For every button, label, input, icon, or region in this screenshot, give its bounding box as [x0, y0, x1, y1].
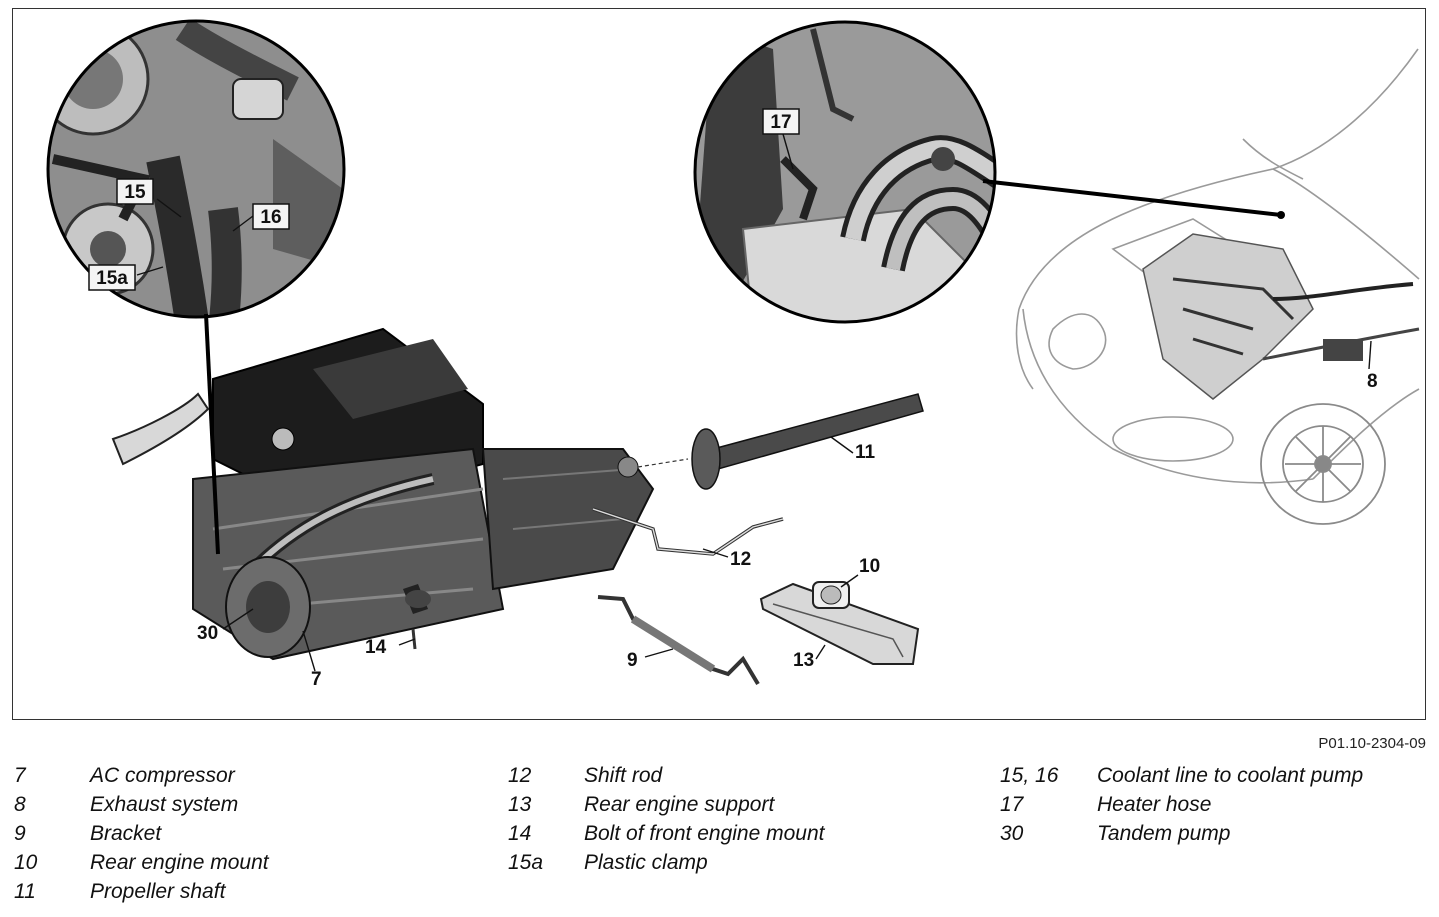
callout-8: 8 — [1367, 371, 1378, 392]
connector-line-middle — [982, 179, 1282, 217]
car-wheel — [1260, 403, 1386, 525]
car-illustration — [1015, 48, 1420, 484]
diagram-illustration: 15 16 15a 17 8 11 12 10 13 9 14 30 7 — [46, 19, 1420, 690]
detail-view-heater-hose — [693, 20, 997, 324]
engine-assembly — [111, 327, 655, 661]
leader-lines — [136, 133, 1372, 672]
rear-engine-support — [759, 582, 920, 665]
callout-12: 12 — [730, 549, 751, 570]
callout-7: 7 — [311, 669, 322, 690]
callout-13: 13 — [793, 650, 814, 671]
diagram-frame: 15 16 15a 17 8 11 12 10 13 9 14 30 7 — [12, 8, 1426, 720]
callout-10: 10 — [859, 556, 880, 577]
figure-code: P01.10-2304-09 — [1318, 735, 1426, 752]
callout-15: 15 — [116, 178, 154, 205]
callout-15a: 15a — [88, 264, 136, 291]
svg-text:16: 16 — [260, 207, 281, 228]
rear-engine-mount — [812, 581, 850, 609]
connector-line-left — [204, 313, 220, 555]
callout-9: 9 — [627, 650, 638, 671]
propeller-shaft — [637, 393, 924, 490]
svg-text:15: 15 — [124, 182, 146, 203]
callout-16: 16 — [252, 203, 290, 230]
detail-view-coolant-lines — [46, 19, 346, 319]
bracket — [597, 595, 760, 686]
callout-17: 17 — [762, 108, 800, 135]
callout-14: 14 — [365, 637, 387, 658]
callout-11: 11 — [855, 442, 876, 463]
svg-text:17: 17 — [770, 112, 791, 133]
callout-30: 30 — [197, 623, 218, 644]
svg-text:15a: 15a — [96, 268, 128, 289]
car-engine-bay — [1142, 233, 1420, 400]
